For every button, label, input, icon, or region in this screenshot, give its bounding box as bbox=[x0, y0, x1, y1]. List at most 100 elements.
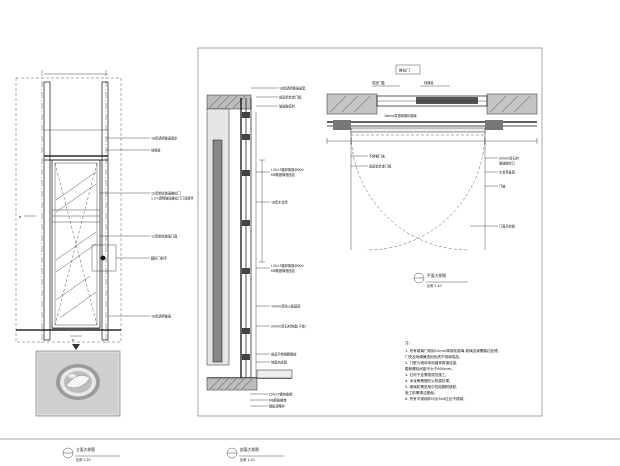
notes-item-2: 门夹及地弹簧选用优质不锈钢成品。 bbox=[405, 354, 463, 359]
svg-text:b: b bbox=[19, 215, 22, 219]
elevation-right-jamb bbox=[101, 81, 109, 341]
elevation-label-handle: 圆形门把手 bbox=[151, 256, 168, 261]
handle-lever-icon bbox=[65, 375, 91, 388]
plan-label-mid-c: 成品铝合金门框 bbox=[369, 164, 392, 169]
section-top-slab bbox=[206, 94, 252, 110]
plan-label-right-b: 玻璃胶收口 bbox=[499, 161, 515, 166]
plan-glass-leaf bbox=[350, 127, 486, 133]
notes-item-9: 6. 所有不锈钢件均为304拉丝不锈钢。 bbox=[405, 396, 467, 401]
section-dimension-line bbox=[259, 159, 265, 263]
section-angle-4 bbox=[242, 220, 250, 226]
notes-item-1: 1. 所有玻璃门采用12mm厚钢化玻璃,玻璃边缘需磨边处理, bbox=[405, 348, 499, 353]
elevation-marker-a: a bbox=[70, 335, 82, 342]
section-drawing: 18厚透明玻璃窗套 成品铝合金门框 玻璃胶密封 L30×3镀锌角钢@600 M6… bbox=[206, 86, 306, 409]
plan-title-block: 平面大样图 比例 1:10 bbox=[413, 272, 468, 288]
plan-label-mid-a: 18mm厚透明钢化玻璃 bbox=[384, 113, 417, 118]
plan-swing-arc-1 bbox=[350, 131, 470, 251]
section-stone-cladding bbox=[212, 139, 223, 363]
section-angle-6 bbox=[242, 328, 250, 334]
section-threshold bbox=[256, 369, 293, 379]
elevation-label-glass-body-b: 12厚钢化玻璃门扇 bbox=[151, 234, 177, 239]
plan-label-right-c: 木龙骨基层 bbox=[499, 170, 515, 175]
plan-wall-left bbox=[326, 93, 378, 115]
plan-label-top-a: 成品门槛 bbox=[372, 80, 386, 85]
section-label-low-a: 10mm厚防火板基层 bbox=[271, 304, 300, 309]
plan-tag-box bbox=[395, 64, 421, 75]
section-label-mid-c: 18厚木龙骨 bbox=[271, 200, 288, 205]
section-label-mid-d: L30×3镀锌角钢@600 bbox=[271, 263, 304, 268]
plan-label-right-e: 门扇开启线 bbox=[499, 224, 516, 229]
section-label-top-a: 18厚透明玻璃窗套 bbox=[279, 86, 306, 91]
bottom-title-right-sub: 比例 1:10 bbox=[240, 457, 255, 462]
elevation-marker-b: b bbox=[19, 215, 36, 219]
notes-item-5: 3. 石材干挂需按规范施工。 bbox=[405, 372, 449, 377]
notes-item-4: 膨胀螺栓间距不大于600mm。 bbox=[405, 366, 455, 371]
notes-item-3: 2. 门框与墙体采用镀锌角钢连接, bbox=[405, 360, 457, 365]
elevation-swing-diag-2 bbox=[54, 162, 98, 326]
elevation-detail-pointer bbox=[72, 344, 80, 350]
section-label-bot-c: 钢板预埋件 bbox=[269, 404, 286, 409]
plan-dimension-bar bbox=[326, 138, 538, 144]
elevation-door-bottom-rail bbox=[52, 328, 100, 331]
elevation-left-jamb bbox=[43, 81, 51, 341]
section-floor-hatch bbox=[209, 378, 253, 390]
notes-item-6: 4. 木龙骨需做防火防腐处理。 bbox=[405, 378, 453, 383]
elevation-handle-dot bbox=[100, 255, 106, 261]
elevation-label-hinge: 地弹簧 bbox=[151, 148, 161, 153]
elevation-label-note: 1.2×透明玻璃推拉门门连接件 bbox=[151, 196, 195, 201]
section-angle-5 bbox=[242, 268, 250, 274]
section-label-bot-b: M8膨胀螺栓 bbox=[269, 398, 287, 403]
section-label-mid-a: L30×3镀锌角钢@600 bbox=[271, 167, 304, 172]
right-drawing-frame bbox=[197, 47, 543, 417]
notes-item-7: 5. 玻璃胶需选用中性硅酮耐候胶, bbox=[405, 384, 457, 389]
plan-leaders: 成品门槛 地弹簧 18mm厚透明钢化玻璃 不锈钢门夹 成品铝合金门框 20mm厚… bbox=[351, 80, 520, 229]
bottom-title-left-text: 立面大样图 bbox=[76, 447, 95, 452]
plan-caption: 平面大样图 bbox=[427, 273, 446, 278]
plan-swing-arc-2 bbox=[366, 131, 486, 251]
section-label-top-b: 成品铝合金门框 bbox=[279, 95, 302, 100]
plan-drawing: 推拉门 bbox=[326, 64, 538, 288]
handle-highlight bbox=[68, 374, 76, 378]
handle-detail-photo bbox=[35, 350, 121, 417]
plan-label-right-a: 20mm厚石材 bbox=[499, 156, 520, 161]
section-label-low-c: 成品不锈钢踢脚线 bbox=[271, 352, 297, 357]
elevation-guide-box bbox=[15, 77, 122, 343]
sheet-frames bbox=[0, 47, 620, 440]
plan-tag: 推拉门 bbox=[399, 68, 410, 73]
plan-caption-sub: 比例 1:10 bbox=[427, 283, 442, 288]
elevation-swing-diag-1 bbox=[54, 162, 98, 326]
plan-jamb-right bbox=[485, 120, 503, 130]
elevation-label-glass-body-a: 12厚钢化玻璃推拉门 bbox=[151, 191, 181, 196]
notes-block: 注: 1. 所有玻璃门采用12mm厚钢化玻璃,玻璃边缘需磨边处理, 门夹及地弹簧… bbox=[405, 340, 499, 401]
section-label-top-c: 玻璃胶密封 bbox=[279, 104, 296, 109]
plan-label-top-b: 地弹簧 bbox=[424, 80, 434, 85]
elevation-drawing: b a 18厚透明玻璃固定 地弹簧 12厚钢化玻璃推拉门 1.2×透明玻璃推拉门… bbox=[15, 70, 195, 350]
bottom-title-right: 剖面大样图 比例 1:10 bbox=[226, 447, 284, 462]
plan-wall-right bbox=[486, 93, 538, 115]
section-floor-slab bbox=[206, 377, 258, 391]
bottom-title-left-sub: 比例 1:20 bbox=[76, 457, 91, 462]
section-angle-1 bbox=[242, 112, 250, 118]
bottom-title-right-text: 剖面大样图 bbox=[240, 447, 259, 452]
elevation-label-glass-edge: 18厚透明玻璃固定 bbox=[151, 136, 178, 141]
plan-label-right-d: 门轴 bbox=[499, 184, 505, 189]
section-angle-7 bbox=[242, 354, 250, 360]
elevation-door-inner bbox=[54, 162, 98, 326]
elevation-label-glass-base: 18厚透明玻璃 bbox=[151, 314, 172, 319]
plan-label-mid-b: 不锈钢门夹 bbox=[369, 154, 386, 159]
notes-heading: 注: bbox=[405, 340, 410, 345]
elevation-glass-hatch bbox=[55, 171, 97, 319]
section-top-slab-hatch bbox=[208, 95, 246, 109]
section-label-bot-a: L50×5镀锌角钢 bbox=[269, 392, 292, 397]
svg-text:a: a bbox=[72, 338, 74, 342]
elevation-leaders: 18厚透明玻璃固定 地弹簧 12厚钢化玻璃推拉门 1.2×透明玻璃推拉门门连接件… bbox=[100, 136, 195, 319]
section-leaders: 18厚透明玻璃窗套 成品铝合金门框 玻璃胶密封 L30×3镀锌角钢@600 M6… bbox=[250, 86, 306, 409]
section-label-mid-e: M6膨胀螺栓固定 bbox=[271, 268, 296, 273]
plan-track bbox=[416, 97, 478, 104]
section-angle-3 bbox=[242, 170, 250, 176]
section-label-mid-b: M6膨胀螺栓固定 bbox=[271, 172, 296, 177]
section-label-low-d: 地面完成面 bbox=[271, 360, 287, 365]
section-label-low-b: 20mm厚石材饰面(干挂) bbox=[271, 324, 306, 329]
plan-jamb-left bbox=[333, 120, 351, 130]
